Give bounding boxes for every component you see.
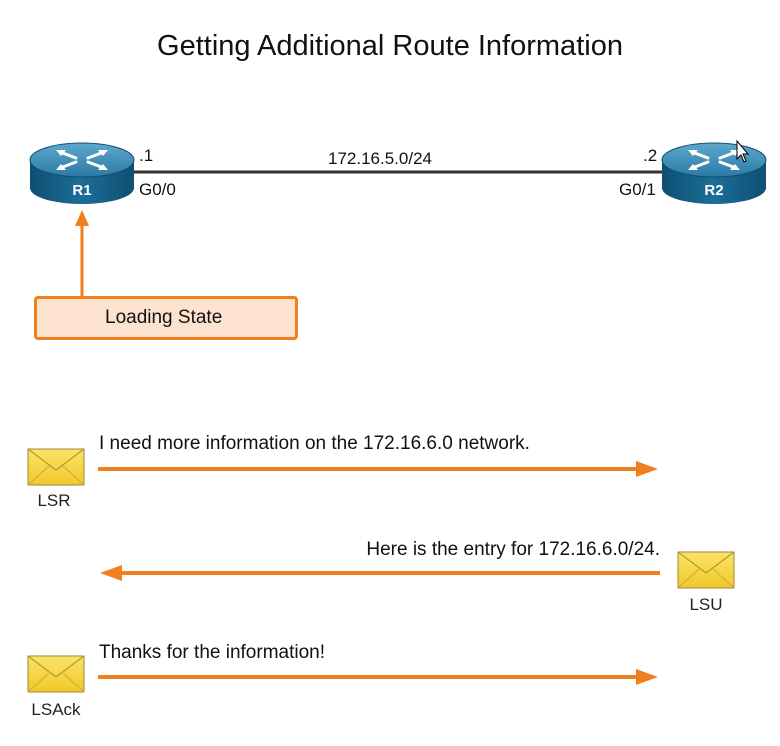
lsu-arrow <box>100 565 660 581</box>
lsack-message: Thanks for the information! <box>99 642 325 663</box>
router-r1-icon[interactable] <box>29 142 135 204</box>
mouse-cursor-icon <box>736 139 750 163</box>
network-label: 172.16.5.0/24 <box>328 149 432 168</box>
lsr-envelope-icon <box>27 448 85 486</box>
loading-state-label: Loading State <box>105 307 223 328</box>
r1-interface-label: G0/0 <box>139 180 176 199</box>
r2-interface-label: G0/1 <box>619 180 656 199</box>
lsr-arrow <box>98 461 658 477</box>
lsu-message: Here is the entry for 172.16.6.0/24. <box>366 539 660 560</box>
lsu-label: LSU <box>689 595 723 614</box>
diagram-title: Getting Additional Route Information <box>157 30 623 62</box>
lsr-label: LSR <box>37 491 71 510</box>
r1-host-label: .1 <box>139 146 154 165</box>
lsack-envelope-icon <box>27 655 85 693</box>
lsr-message: I need more information on the 172.16.6.… <box>99 433 530 454</box>
lsack-label: LSAck <box>31 700 81 719</box>
lsu-envelope-icon <box>677 551 735 589</box>
router-r2-name: R2 <box>704 182 724 199</box>
router-r1-name: R1 <box>72 182 92 199</box>
r2-host-label: .2 <box>643 146 658 165</box>
state-arrow <box>75 210 89 296</box>
loading-state-box: Loading State <box>34 296 298 340</box>
lsack-arrow <box>98 669 658 685</box>
